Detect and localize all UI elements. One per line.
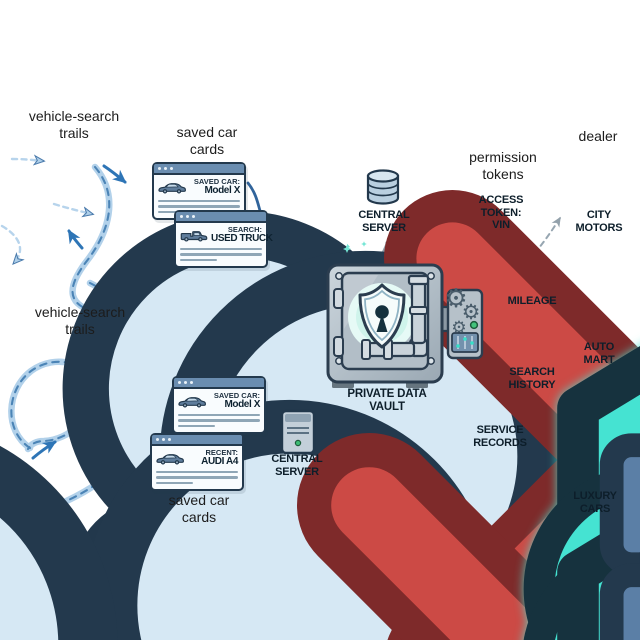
dealer-heading: dealer	[578, 128, 618, 144]
central-server-top-label: CENTRAL SERVER	[358, 209, 410, 234]
recent-car-card: RECENT: AUDI A4	[150, 433, 244, 492]
token-mileage-label: MILEAGE	[507, 295, 557, 307]
token-generator-panel: ⚙ ⚙ ⚙	[444, 284, 484, 360]
sedan-icon	[158, 183, 186, 194]
token-search-history-label: SEARCH HISTORY	[508, 366, 556, 391]
magnifier-icon	[0, 447, 88, 640]
card-prefix: SAVED CAR:	[193, 177, 240, 186]
saved-cards-label-top: saved car cards	[176, 124, 238, 157]
dealer-luxury-cars-label: LUXURY CARS	[573, 490, 617, 515]
private-data-vault-icon: ⚙ ⚙ ⚙	[326, 241, 484, 388]
pipe-decoration	[361, 274, 430, 360]
led-indicator	[469, 320, 479, 330]
saved-car-card: SAVED CAR: Model X	[172, 376, 266, 435]
card-prefix: SAVED CAR:	[213, 391, 260, 400]
central-server-top	[366, 169, 640, 640]
card-value: Model X	[204, 185, 240, 197]
central-server-bottom	[280, 409, 640, 640]
card-titlebar	[176, 212, 266, 223]
card-value: AUDI A4	[201, 456, 238, 468]
card-value: Model X	[224, 399, 260, 411]
trails-label-top: vehicle-search trails	[28, 108, 120, 141]
card-titlebar	[174, 378, 264, 389]
database-icon	[366, 169, 400, 205]
sedan-icon	[156, 454, 184, 465]
shield-lock-icon	[358, 283, 406, 349]
sedan-icon	[178, 397, 206, 408]
permission-tokens-heading: permission tokens	[469, 149, 537, 182]
search-card: SEARCH: USED TRUCK	[174, 210, 273, 269]
dealer-auto-mart-label: AUTO MART	[583, 341, 615, 366]
card-prefix: RECENT:	[205, 448, 238, 457]
token-vin-label: ACCESS TOKEN: VIN	[478, 194, 524, 232]
card-value: USED TRUCK	[211, 233, 273, 245]
gear-icon: ⚙	[444, 284, 467, 314]
card-titlebar	[154, 164, 244, 175]
saved-cards-label-bottom: saved car cards	[168, 492, 230, 525]
gear-icon: ⚙	[462, 300, 481, 324]
vault-label: PRIVATE DATA VAULT	[347, 388, 427, 414]
central-server-bottom-label: CENTRAL SERVER	[271, 453, 323, 478]
server-tower-icon	[280, 409, 316, 455]
token-service-records-label: SERVICE RECORDS	[473, 424, 527, 449]
pickup-icon	[180, 231, 208, 243]
trails-label-mid: vehicle-search trails	[34, 304, 126, 337]
card-titlebar	[152, 435, 242, 446]
dealer-city-motors-label: CITY MOTORS	[575, 209, 623, 234]
card-prefix: SEARCH:	[227, 225, 262, 234]
